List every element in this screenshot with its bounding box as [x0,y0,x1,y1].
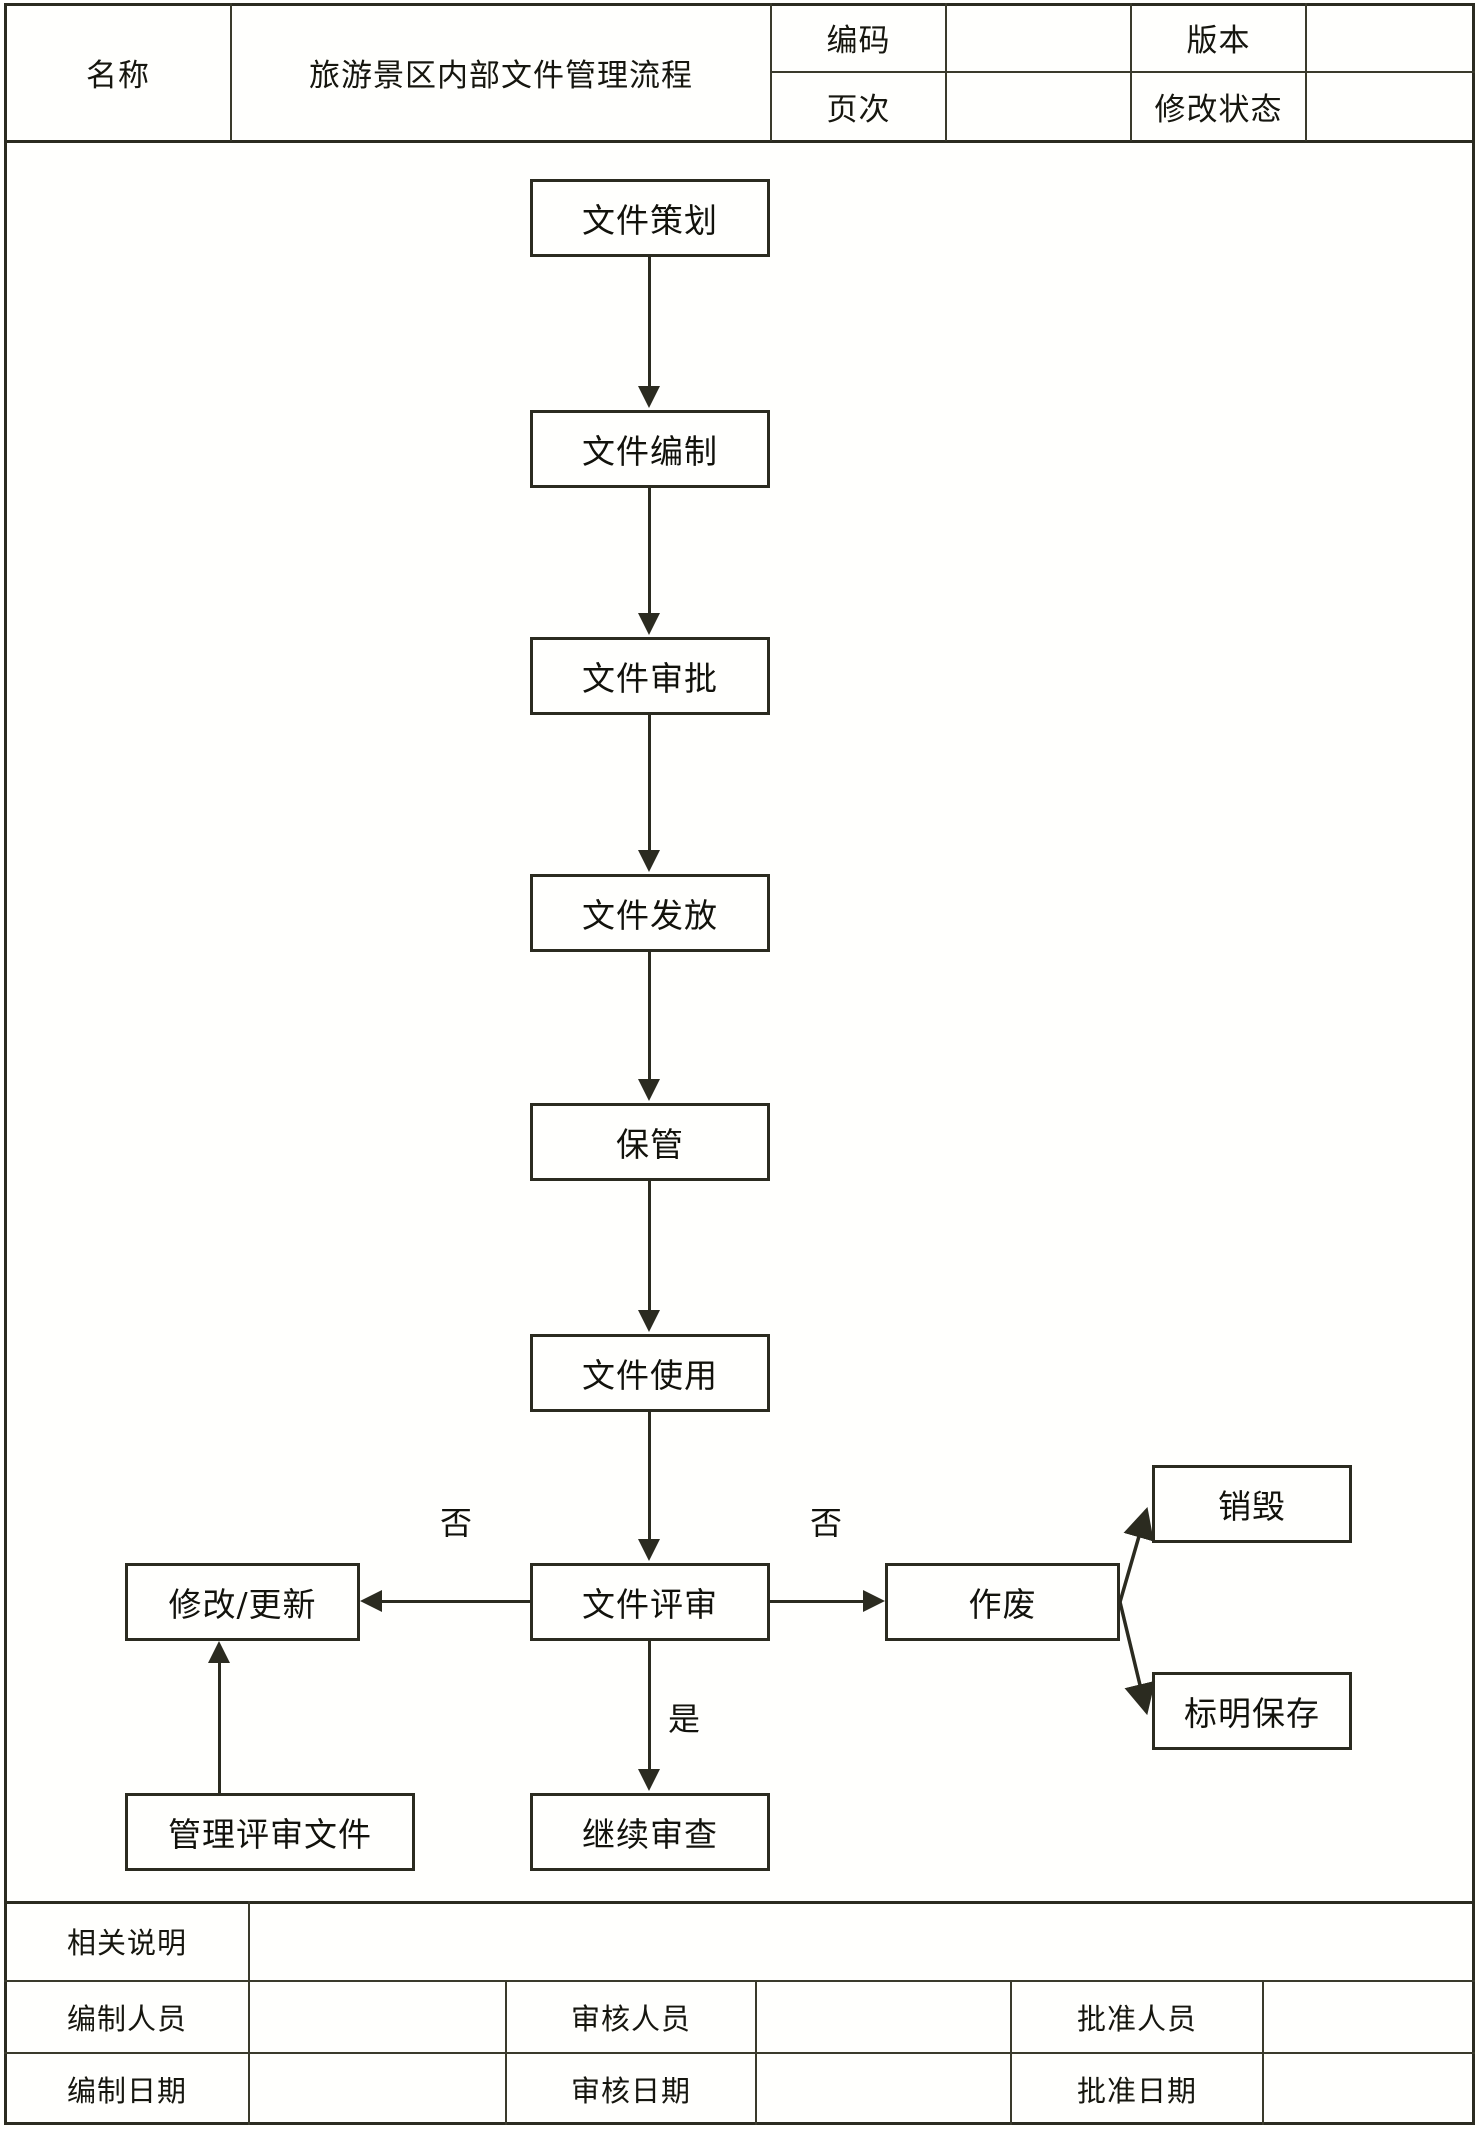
footer-top-rule [4,1901,1475,1904]
arrowhead-approve-issue [638,850,660,872]
node-approve[interactable]: 文件审批 [530,637,770,715]
node-plan[interactable]: 文件策划 [530,179,770,257]
node-mark-keep[interactable]: 标明保存 [1152,1672,1352,1750]
footer-divider-4 [1010,1980,1012,2125]
footer-row1-value2[interactable] [1264,2054,1473,2124]
node-obsolete[interactable]: 作废 [885,1563,1120,1641]
header-divider-1 [230,3,232,141]
header-revision-value[interactable] [1307,73,1473,140]
footer-row0-value1[interactable] [757,1982,1010,2052]
connector-review-obsolete [770,1600,863,1603]
connector-issue-keep [648,952,651,1081]
connector-use-review [648,1412,651,1541]
page-border [4,3,1475,2125]
footer-row0-label1: 审核人员 [570,2002,691,2036]
node-issue[interactable]: 文件发放 [530,874,770,952]
edge-label-no-left: 否 [440,1504,473,1542]
connector-draft-approve [648,488,651,615]
arrowhead-mgmtdoc-revise [208,1641,230,1663]
connector-mgmtdoc-revise [218,1663,221,1793]
arrowhead-review-revise [360,1590,382,1612]
node-review[interactable]: 文件评审 [530,1563,770,1641]
footer-row0-value0[interactable] [250,1982,505,2052]
footer-row1-value1[interactable] [757,2054,1010,2124]
connector-approve-issue [648,715,651,852]
footer-row0-label2: 批准人员 [1076,2002,1197,2036]
header-divider-4 [1130,3,1132,141]
connector-keep-use [648,1181,651,1312]
footer-row1-value0[interactable] [250,2054,505,2124]
connector-plan-draft [648,257,651,388]
footer-divider-3 [755,1980,757,2125]
header-version-value[interactable] [1307,4,1473,71]
footer-row1-label2: 批准日期 [1076,2074,1197,2108]
footer-rule-1 [4,1980,1475,1982]
header-divider-5 [1305,3,1307,141]
connector-review-continue [648,1641,651,1771]
footer-remarks-value[interactable] [250,1903,1479,1979]
header-page-label: 页次 [826,92,891,128]
footer-row1-label0: 编制日期 [66,2074,187,2108]
footer-row0-label0: 编制人员 [66,2002,187,2036]
connector-review-revise [382,1600,530,1603]
footer-rule-2 [4,2052,1475,2054]
footer-divider-1 [248,1901,250,2125]
arrowhead-issue-keep [638,1079,660,1101]
header-page-value[interactable] [947,73,1130,140]
arrowhead-keep-use [638,1310,660,1332]
edge-label-yes: 是 [668,1700,701,1738]
header-divider-2 [770,3,772,141]
arrowhead-use-review [638,1539,660,1561]
header-code-label: 编码 [826,23,891,59]
header-code-value[interactable] [947,4,1130,71]
edge-label-no-right: 否 [810,1504,843,1542]
node-management-review-doc[interactable]: 管理评审文件 [125,1793,415,1871]
header-name-label: 名称 [86,57,150,94]
node-revise[interactable]: 修改/更新 [125,1563,360,1641]
node-use[interactable]: 文件使用 [530,1334,770,1412]
arrowhead-review-obsolete [863,1590,885,1612]
header-bottom-rule [4,140,1475,143]
node-draft[interactable]: 文件编制 [530,410,770,488]
footer-remarks-label: 相关说明 [66,1926,187,1960]
node-destroy[interactable]: 销毁 [1152,1465,1352,1543]
footer-divider-5 [1262,1980,1264,2125]
arrowhead-review-continue [638,1769,660,1791]
footer-row1-label1: 审核日期 [570,2074,691,2108]
node-keep[interactable]: 保管 [530,1103,770,1181]
header-version-label: 版本 [1186,23,1251,59]
footer-row0-value2[interactable] [1264,1982,1473,2052]
node-continue[interactable]: 继续审查 [530,1793,770,1871]
footer-divider-2 [505,1980,507,2125]
header-divider-3 [945,3,947,141]
arrowhead-plan-draft [638,386,660,408]
header-mid-rule [770,71,1475,73]
header-revision-label: 修改状态 [1154,92,1283,128]
header-name-value: 旅游景区内部文件管理流程 [309,57,693,94]
arrowhead-draft-approve [638,613,660,635]
